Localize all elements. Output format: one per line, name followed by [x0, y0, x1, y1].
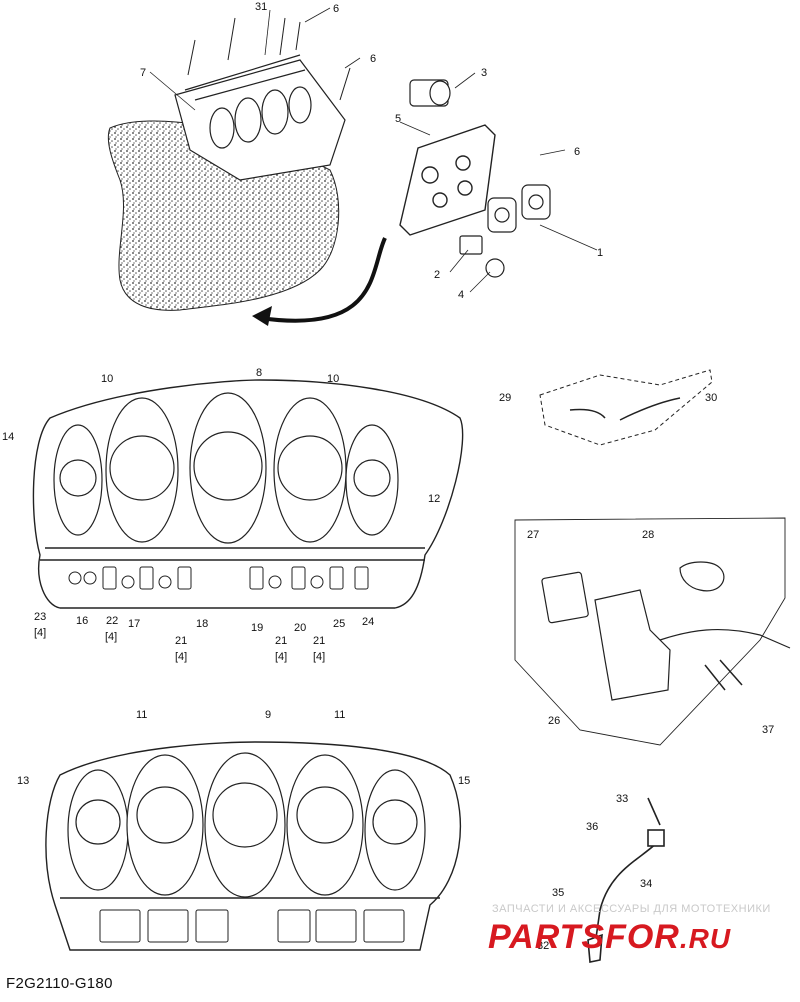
install-arrow	[259, 237, 387, 323]
watermark-caption: ЗАПЧАСТИ И АКСЕССУАРЫ ДЛЯ МОТОТЕХНИКИ	[492, 903, 771, 915]
callout-6a: 6	[333, 3, 339, 15]
callout-3: 3	[481, 67, 487, 79]
callout-2: 2	[434, 269, 440, 281]
callout-28: 28	[642, 529, 654, 541]
callout-20: 20	[294, 622, 306, 634]
cable-assembly	[587, 797, 665, 963]
callout-25: 25	[333, 618, 345, 630]
callout-29: 29	[499, 392, 511, 404]
qty-note-5: [4]	[313, 651, 325, 663]
switch-panel	[399, 124, 496, 236]
callout-10a: 10	[101, 373, 113, 385]
callout-1: 1	[597, 247, 603, 259]
callout-21b: 21	[275, 635, 287, 647]
callout-31: 31	[255, 1, 267, 13]
watermark-brand-domain: .RU	[679, 923, 732, 954]
socket-part-3	[409, 79, 451, 107]
callout-34: 34	[640, 878, 652, 890]
dashboard-rear-switches	[99, 909, 405, 943]
callout-32: 32	[537, 940, 549, 952]
install-arrowhead	[252, 306, 272, 326]
bracket-parts	[541, 561, 791, 701]
callout-4: 4	[458, 289, 464, 301]
callout-10b: 10	[327, 373, 339, 385]
callout-21a: 21	[175, 635, 187, 647]
callout-33: 33	[616, 793, 628, 805]
toggle-switches-part-1	[487, 184, 551, 233]
callout-12: 12	[428, 493, 440, 505]
callout-8: 8	[256, 367, 262, 379]
callout-9: 9	[265, 709, 271, 721]
callout-15: 15	[458, 775, 470, 787]
callout-17: 17	[128, 618, 140, 630]
qty-note-1: [4]	[34, 627, 46, 639]
part-2-4	[459, 235, 505, 278]
callout-21c: 21	[313, 635, 325, 647]
watermark-brand: PARTSFOR.RU	[488, 918, 731, 957]
qty-note-3: [4]	[175, 651, 187, 663]
watermark-brand-main: PARTSFOR	[488, 918, 680, 956]
figure-code: F2G2110-G180	[6, 975, 113, 992]
leader-lines-top	[149, 7, 598, 293]
callout-37: 37	[762, 724, 774, 736]
callout-13: 13	[17, 775, 29, 787]
callout-27: 27	[527, 529, 539, 541]
callout-6c: 6	[574, 146, 580, 158]
callout-22: 22	[106, 615, 118, 627]
bracket-frame	[514, 517, 786, 746]
qty-note-2: [4]	[105, 631, 117, 643]
mounting-screws	[187, 17, 351, 101]
dashboard-switch-row	[68, 566, 369, 590]
callout-labels: 1 2 3 4 5 6 6 6 7 8 9 10 10 11 11 11 12 …	[2, 1, 774, 952]
callout-36: 36	[586, 821, 598, 833]
callout-11c: 11	[334, 709, 345, 721]
harness-group	[539, 369, 713, 446]
dashboard-gauges	[53, 392, 399, 544]
callout-23: 23	[34, 611, 46, 623]
callout-24: 24	[362, 616, 374, 628]
screws-part-37	[704, 659, 743, 691]
callout-18: 18	[196, 618, 208, 630]
callout-16: 16	[76, 615, 88, 627]
gauge-housing	[174, 54, 346, 181]
callout-26: 26	[548, 715, 560, 727]
callout-11a: 11	[136, 709, 147, 721]
callout-6b: 6	[370, 53, 376, 65]
callout-19: 19	[251, 622, 263, 634]
callout-14: 14	[2, 431, 14, 443]
dashboard-rear-gauges	[67, 752, 426, 898]
qty-note-4: [4]	[275, 651, 287, 663]
callout-35: 35	[552, 887, 564, 899]
callout-5: 5	[395, 113, 401, 125]
callout-30: 30	[705, 392, 717, 404]
callout-7: 7	[140, 67, 146, 79]
